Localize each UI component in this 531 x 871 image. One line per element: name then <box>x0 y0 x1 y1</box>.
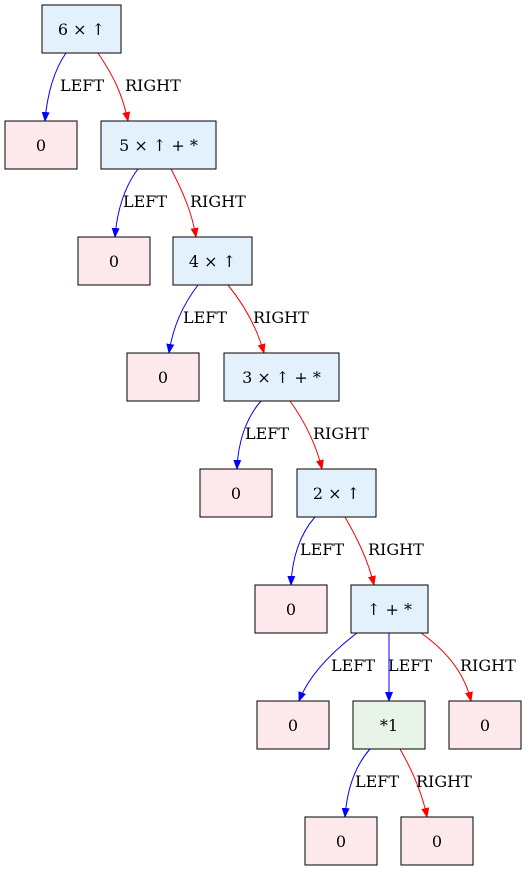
edge-line <box>170 168 199 238</box>
node-label: 2 × ↑ <box>313 484 360 503</box>
node-z3: 0 <box>126 352 200 402</box>
edge-n6-n5: RIGHT <box>97 52 181 122</box>
node-box <box>296 468 377 518</box>
edge-n3-n2: RIGHT <box>289 400 369 470</box>
node-n6: 6 × ↑ <box>41 4 122 54</box>
node-box <box>304 816 378 866</box>
node-z9: 0 <box>400 816 474 866</box>
edge-line <box>227 284 266 354</box>
edge-line <box>289 400 324 470</box>
edge-line <box>111 168 139 238</box>
edge-n4-n3: RIGHT <box>227 284 309 354</box>
edge-line <box>420 632 473 702</box>
edge-line <box>233 400 262 470</box>
node-label: 0 <box>432 832 442 851</box>
node-z7: 0 <box>448 700 522 750</box>
edge-s1-z8: LEFT <box>341 748 399 818</box>
edge-n2-z5: LEFT <box>287 516 344 586</box>
node-s1: *1 <box>352 700 426 750</box>
edge-label-right: RIGHT <box>460 656 516 675</box>
edge-n1-z7: RIGHT <box>420 632 516 702</box>
node-label: 0 <box>158 368 168 387</box>
edge-n3-z4: LEFT <box>233 400 289 470</box>
node-box <box>100 120 217 170</box>
node-box <box>77 236 151 286</box>
edge-line <box>97 52 131 122</box>
node-box <box>223 352 340 402</box>
edge-label-left: LEFT <box>331 656 375 675</box>
node-z6: 0 <box>256 700 330 750</box>
edge-line <box>287 516 316 586</box>
edge-n1-z6: LEFT <box>298 632 375 702</box>
node-label: 0 <box>288 716 298 735</box>
edge-n4-z3: LEFT <box>166 284 227 354</box>
edge-label-right: RIGHT <box>313 424 369 443</box>
edge-line <box>399 748 430 818</box>
node-n5: 5 × ↑ + * <box>100 120 217 170</box>
node-label: 3 × ↑ + * <box>242 368 321 387</box>
node-n3: 3 × ↑ + * <box>223 352 340 402</box>
edge-line <box>344 516 376 586</box>
edge-label-right: RIGHT <box>125 76 181 95</box>
node-label: 5 × ↑ + * <box>119 136 198 155</box>
node-label: *1 <box>380 716 398 735</box>
node-box <box>400 816 474 866</box>
edge-label-right: RIGHT <box>416 772 472 791</box>
node-box <box>172 236 253 286</box>
node-box <box>254 584 328 634</box>
node-box <box>4 120 78 170</box>
edge-label-left: LEFT <box>355 772 399 791</box>
edge-line <box>41 52 67 122</box>
node-n4: 4 × ↑ <box>172 236 253 286</box>
node-z8: 0 <box>304 816 378 866</box>
node-label: 0 <box>36 136 46 155</box>
edge-n2-n1: RIGHT <box>344 516 424 586</box>
node-label: 0 <box>336 832 346 851</box>
node-z2: 0 <box>77 236 151 286</box>
edges-layer: LEFT RIGHT LEFT RIGHT LEFT RIGHT LEFT RIGHT LEFT… <box>41 52 516 818</box>
node-z4: 0 <box>199 468 273 518</box>
edge-label-left: LEFT <box>388 656 432 675</box>
edge-n1-s1: LEFT <box>385 633 432 702</box>
node-n1: ↑ + * <box>350 584 429 634</box>
edge-line <box>166 284 199 354</box>
edge-line <box>341 748 371 818</box>
edge-n5-n4: RIGHT <box>170 168 246 238</box>
node-box <box>199 468 273 518</box>
node-z1: 0 <box>4 120 78 170</box>
edge-label-left: LEFT <box>245 424 289 443</box>
node-label: 0 <box>109 252 119 271</box>
node-box <box>448 700 522 750</box>
node-box <box>352 700 426 750</box>
node-box <box>350 584 429 634</box>
node-label: 4 × ↑ <box>189 252 236 271</box>
node-box <box>256 700 330 750</box>
edge-s1-z9: RIGHT <box>399 748 472 818</box>
edge-label-right: RIGHT <box>190 192 246 211</box>
node-label: 0 <box>231 484 241 503</box>
node-box <box>126 352 200 402</box>
edge-label-left: LEFT <box>300 540 344 559</box>
node-label: 0 <box>286 600 296 619</box>
edge-label-left: LEFT <box>60 76 104 95</box>
edge-n6-z1: LEFT <box>41 52 104 122</box>
node-n2: 2 × ↑ <box>296 468 377 518</box>
node-label: 6 × ↑ <box>58 20 105 39</box>
edge-label-right: RIGHT <box>253 308 309 327</box>
nodes-layer: 6 × ↑ 0 5 × ↑ + * 0 4 × ↑ 0 3 × ↑ + * 0 2 × ↑ 0 ↑ … <box>4 4 522 866</box>
edge-n5-z2: LEFT <box>111 168 167 238</box>
edge-label-left: LEFT <box>123 192 167 211</box>
edge-label-right: RIGHT <box>368 540 424 559</box>
node-box <box>41 4 122 54</box>
node-label: ↑ + * <box>367 600 412 619</box>
edge-label-left: LEFT <box>183 308 227 327</box>
node-z5: 0 <box>254 584 328 634</box>
node-label: 0 <box>480 716 490 735</box>
edge-line <box>298 632 358 702</box>
